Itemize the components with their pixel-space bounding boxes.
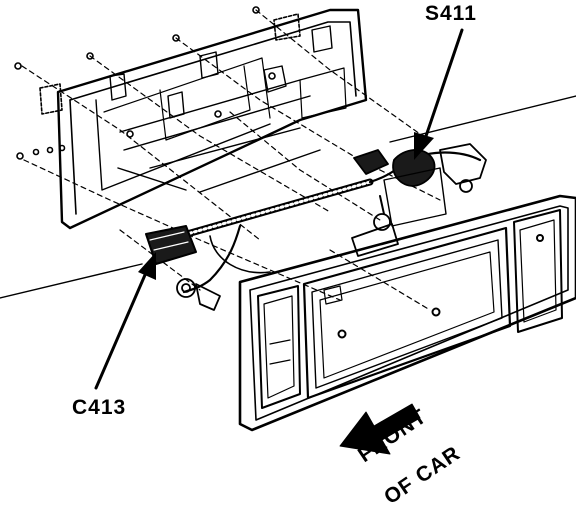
c413-leader (94, 266, 150, 390)
c413-arrowhead (138, 252, 156, 280)
rear-housing (39, 8, 368, 230)
connector-c413 (145, 225, 197, 265)
front-of-car-arrow (339, 403, 421, 455)
leader-arrows (94, 28, 464, 390)
bulb-socket-lower (176, 278, 221, 311)
splice-s411 (351, 143, 487, 257)
wire-harness (176, 151, 482, 294)
mounting-screws (14, 6, 276, 160)
connector-label: C413 (72, 396, 127, 419)
wire-channel (117, 79, 321, 193)
s411-leader (422, 28, 464, 144)
reference-line-left (0, 263, 143, 299)
front-bezel (238, 194, 576, 432)
arrowheads (138, 132, 434, 280)
alignment-lines (21, 9, 441, 311)
s411-arrowhead (414, 132, 434, 160)
splice-label: S411 (425, 2, 477, 25)
